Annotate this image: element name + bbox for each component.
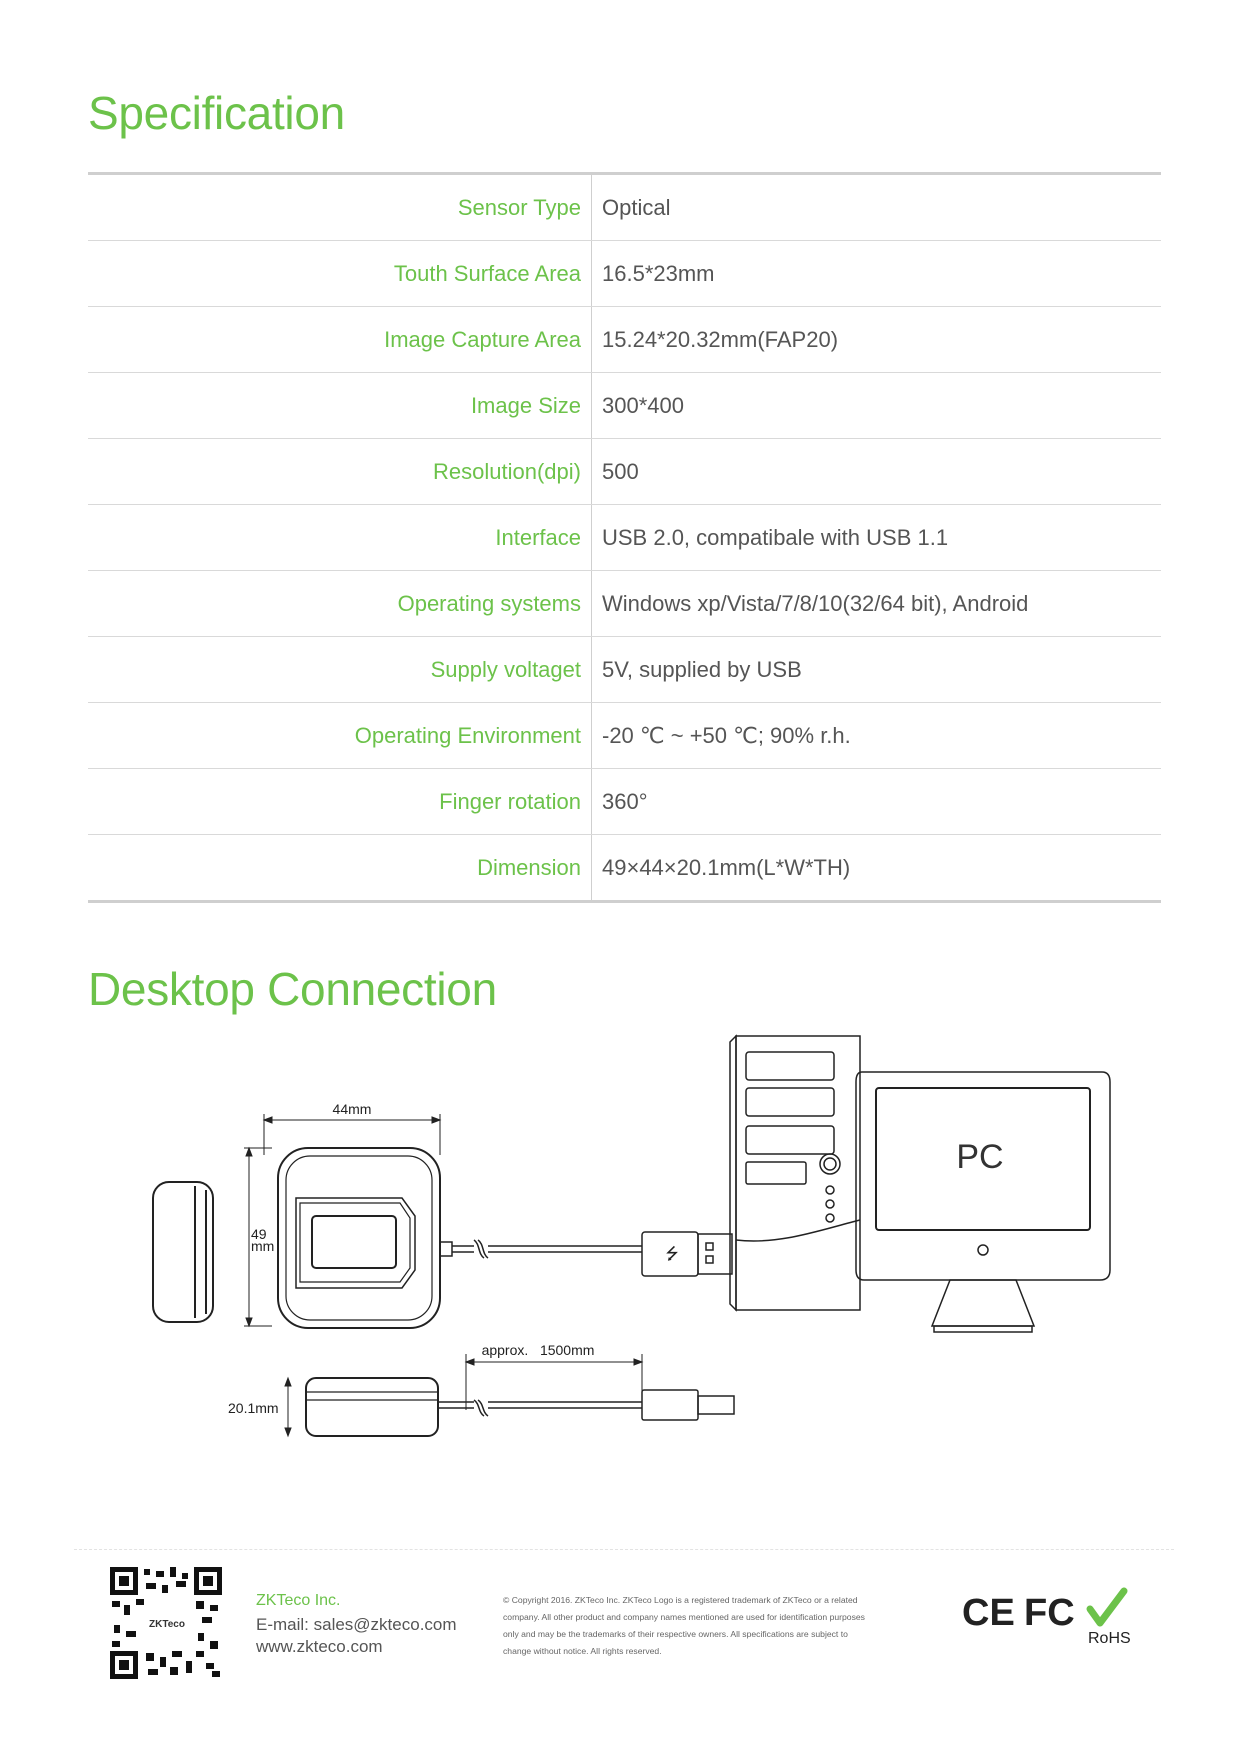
- spec-row: Image Size 300*400: [88, 373, 1161, 439]
- width-dimension-label: 44mm: [333, 1101, 372, 1117]
- copyright-line: change without notice. All rights reserv…: [503, 1646, 662, 1656]
- specification-table: Sensor Type Optical Touth Surface Area 1…: [88, 172, 1161, 903]
- height-dimension-label-unit: mm: [251, 1238, 274, 1254]
- spec-value: 300*400: [602, 393, 684, 418]
- usb-symbol-icon: ⭍: [665, 1245, 678, 1263]
- cable-length-label: approx. 1500mm: [482, 1342, 595, 1358]
- website-link[interactable]: www.zkteco.com: [256, 1637, 383, 1656]
- monitor: PC: [855, 1071, 1111, 1333]
- spec-row: Resolution(dpi) 500: [88, 439, 1161, 505]
- copyright-line: only and may be the trademarks of their …: [503, 1629, 848, 1639]
- spec-row: Sensor Type Optical: [88, 175, 1161, 241]
- copyright-line: © Copyright 2016. ZKTeco Inc. ZKTeco Log…: [503, 1595, 858, 1605]
- connection-diagram: 44mm 49 mm ⭍: [152, 1034, 1111, 1438]
- spec-value: 5V, supplied by USB: [602, 657, 802, 682]
- spec-row: Finger rotation 360°: [88, 769, 1161, 835]
- height-dimension-label-number: 49: [251, 1226, 267, 1242]
- thickness-dimension-label: 20.1mm: [228, 1400, 279, 1416]
- copyright-line: company. All other product and company n…: [503, 1612, 865, 1622]
- spec-label: Sensor Type: [88, 175, 592, 240]
- footer-divider: [74, 1549, 1174, 1550]
- rohs-check-icon: [1086, 1587, 1128, 1627]
- spec-value: 49×44×20.1mm(L*W*TH): [602, 855, 851, 880]
- pc-label: PC: [956, 1138, 1003, 1176]
- certification-marks: CE FC RoHS: [962, 1587, 1131, 1647]
- spec-row: Operating Environment -20 ℃ ~ +50 ℃; 90%…: [88, 703, 1161, 769]
- spec-value: 15.24*20.32mm(FAP20): [602, 327, 839, 352]
- spec-value: 360°: [602, 789, 648, 814]
- spec-row: Image Capture Area 15.24*20.32mm(FAP20): [88, 307, 1161, 373]
- spec-label: Image Size: [88, 373, 592, 438]
- company-name: ZKTeco Inc.: [256, 1592, 341, 1609]
- spec-label: Dimension: [88, 835, 592, 900]
- usb-cable-top: [452, 1239, 642, 1259]
- spec-label: Resolution(dpi): [88, 439, 592, 504]
- ce-mark-icon: CE: [962, 1592, 1015, 1634]
- pc-tower: [729, 1034, 861, 1312]
- spec-value: -20 ℃ ~ +50 ℃; 90% r.h.: [602, 723, 851, 748]
- spec-row: Operating systems Windows xp/Vista/7/8/1…: [88, 571, 1161, 637]
- usb-plug: ⭍: [641, 1231, 733, 1277]
- spec-row: Interface USB 2.0, compatibale with USB …: [88, 505, 1161, 571]
- copyright-notice: © Copyright 2016. ZKTeco Inc. ZKTeco Log…: [503, 1592, 905, 1660]
- specification-title: Specification: [88, 87, 345, 139]
- spec-value: Windows xp/Vista/7/8/10(32/64 bit), Andr…: [602, 591, 1029, 616]
- spec-value: Optical: [602, 195, 671, 220]
- spec-value: USB 2.0, compatibale with USB 1.1: [602, 525, 949, 550]
- rohs-label: RoHS: [1088, 1630, 1131, 1647]
- scanner-top-view: 44mm 49 mm: [244, 1101, 453, 1329]
- scanner-side-view: [152, 1181, 214, 1323]
- spec-label: Finger rotation: [88, 769, 592, 834]
- spec-label: Operating systems: [88, 571, 592, 636]
- qr-logo-text: ZKTeco: [149, 1619, 185, 1630]
- spec-label: Touth Surface Area: [88, 241, 592, 306]
- spec-label: Image Capture Area: [88, 307, 592, 372]
- desktop-connection-title: Desktop Connection: [88, 963, 497, 1015]
- spec-label: Interface: [88, 505, 592, 570]
- spec-label: Supply voltaget: [88, 637, 592, 702]
- spec-value: 16.5*23mm: [602, 261, 715, 286]
- scanner-thickness-view: approx. 1500mm 20.1mm: [228, 1342, 735, 1438]
- spec-row: Supply voltaget 5V, supplied by USB: [88, 637, 1161, 703]
- qr-code-icon: ZKTeco: [110, 1567, 222, 1679]
- spec-row: Touth Surface Area 16.5*23mm: [88, 241, 1161, 307]
- fc-mark-icon: FC: [1024, 1592, 1075, 1634]
- spec-row: Dimension 49×44×20.1mm(L*W*TH): [88, 835, 1161, 900]
- spec-value: 500: [602, 459, 639, 484]
- spec-label: Operating Environment: [88, 703, 592, 768]
- contact-email[interactable]: E-mail: sales@zkteco.com: [256, 1615, 457, 1634]
